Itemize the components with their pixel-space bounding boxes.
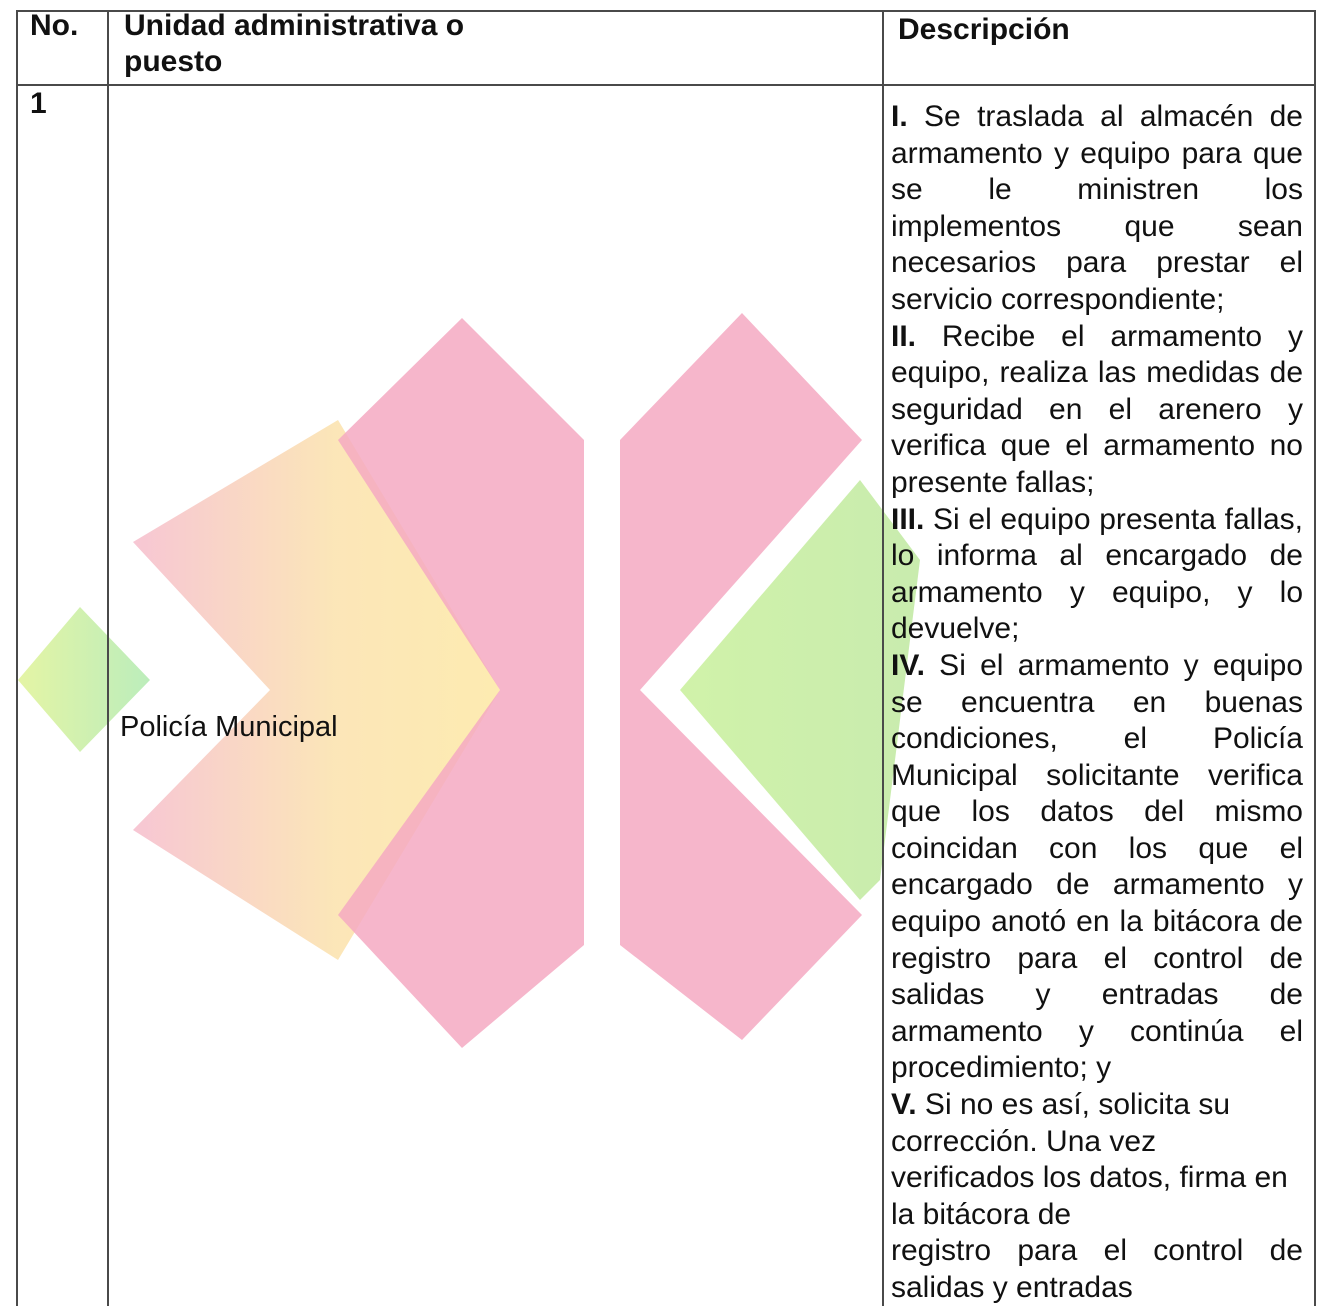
description-item: V. Si no es así, solicita su corrección.…: [891, 1087, 1303, 1233]
row-number: 1: [30, 87, 47, 120]
procedure-table: No. Unidad administrativa o puesto Descr…: [16, 9, 1316, 1307]
description-item: IV. Si el armamento y equipo se encuentr…: [891, 648, 1303, 1087]
row-unit: Policía Municipal: [120, 711, 338, 743]
item-text: Se traslada al almacén de armamento y eq…: [891, 100, 1303, 316]
header-unit: Unidad administrativa o puesto: [124, 9, 465, 78]
header-no: No.: [30, 9, 79, 42]
item-number: V.: [891, 1088, 917, 1122]
table-left-border: [16, 10, 18, 1306]
description-item: III. Si el equipo presenta fallas, lo in…: [891, 502, 1303, 648]
item-text: Si el armamento y equipo se encuentra en…: [891, 648, 1303, 1085]
watermark-small-diamond: [18, 607, 150, 752]
description-tail: registro para el control de salidas y en…: [891, 1234, 1303, 1304]
column-divider-1: [107, 10, 109, 1306]
watermark-right-chevron: [680, 480, 920, 900]
item-number: IV.: [891, 648, 925, 682]
row-description: I. Se traslada al almacén de armamento y…: [891, 99, 1303, 1307]
description-item: II. Recibe el armamento y equipo, realiz…: [891, 319, 1303, 502]
item-text: Si el equipo presenta fallas, lo informa…: [891, 502, 1303, 646]
header-bottom-border: [16, 84, 1316, 86]
item-number: II.: [891, 319, 917, 353]
item-number: III.: [891, 502, 925, 536]
item-text: Si no es así, solicita su corrección. Un…: [891, 1088, 1288, 1231]
item-text: Recibe el armamento y equipo, realiza la…: [891, 319, 1303, 499]
watermark-center-left-pink: [338, 318, 584, 1048]
column-divider-2: [882, 10, 884, 1306]
description-item: I. Se traslada al almacén de armamento y…: [891, 99, 1303, 319]
table-top-border: [16, 10, 1316, 12]
item-number: I.: [891, 100, 908, 133]
watermark-center-right-pink: [620, 313, 862, 1040]
table-right-border: [1314, 10, 1316, 1306]
header-description: Descripción: [898, 13, 1070, 46]
